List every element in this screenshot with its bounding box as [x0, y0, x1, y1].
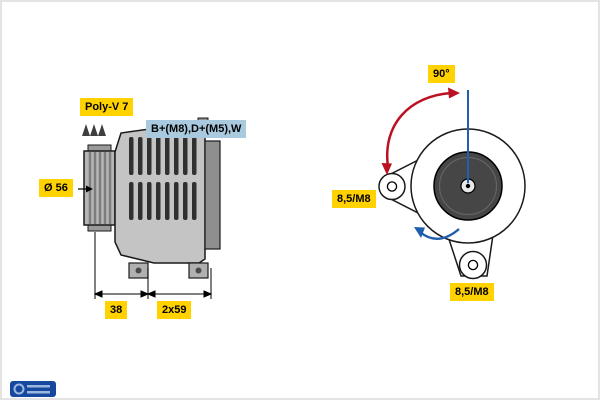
cooling-slots — [129, 137, 197, 220]
rotor-face — [433, 151, 503, 221]
terminals-label: B+(M8),D+(M5),W — [146, 120, 247, 138]
rotation-arrow — [414, 227, 460, 240]
brand-logo — [10, 381, 56, 397]
mounting-feet — [128, 262, 209, 279]
pulley-diameter-label: Ø 56 — [39, 179, 73, 197]
mount-angle-label: 90° — [428, 65, 455, 83]
alternator-body — [114, 117, 221, 279]
dimension-lines — [93, 232, 213, 299]
belt-profile-icon — [82, 124, 106, 136]
dimension-2x59-label: 2x59 — [157, 301, 192, 319]
front-view — [378, 87, 526, 280]
diameter-arrow — [78, 185, 93, 193]
bolt-hole-bottom-label: 8,5/M8 — [450, 283, 494, 301]
bolt-hole-bottom — [467, 259, 479, 271]
dimension-38-label: 38 — [105, 301, 128, 319]
bolt-hole-left — [386, 181, 398, 192]
side-view — [78, 117, 221, 299]
belt-type-label: Poly-V 7 — [80, 98, 134, 116]
angle-arc-arrow — [381, 87, 460, 175]
bolt-hole-left-label: 8,5/M8 — [332, 190, 376, 208]
